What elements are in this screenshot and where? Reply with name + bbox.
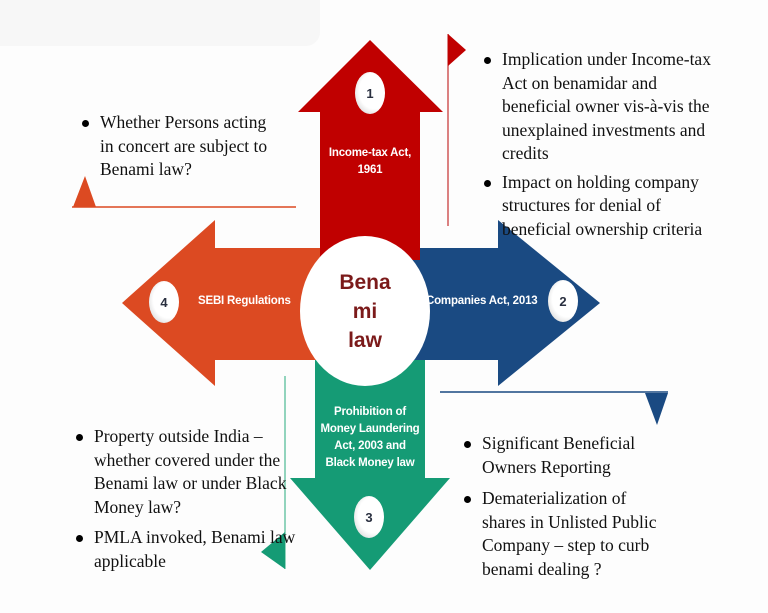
pmla-arrow-label: Prohibition of Money Laundering Act, 200… [312,404,428,472]
sebi-arrow-left [122,220,330,386]
center-oval: Bena mi law [300,236,430,386]
badge-number: 4 [160,294,168,310]
bottom-right-triangle-marker [645,393,668,425]
center-title: Bena mi law [330,268,400,355]
pmla-arrow-down [290,360,450,570]
badge-number: 3 [365,509,373,525]
badge-3: 3 [354,496,384,538]
arrow-label-line: 1961 [357,164,383,176]
arrow-label-line: Prohibition of [334,406,406,418]
callout-top-right: Implication under Income-tax Act on bena… [482,48,717,248]
center-title-line: Bena [339,270,391,294]
title-placeholder-box [0,0,320,46]
arrow-label-line: SEBI Regulations [198,295,291,307]
callout-bullet: PMLA invoked, Benami law applicable [74,526,299,573]
callout-bullet: Impact on holding company structures for… [482,171,717,242]
arrow-label-line: Money Laundering [320,423,420,435]
bottom-left-triangle-marker [261,532,285,569]
callout-bullet: Whether Persons acting in concert are su… [80,111,270,182]
arrow-label-line: Companies Act, 2013 [426,295,538,307]
top-left-triangle-marker [73,176,96,207]
top-right-flag-marker [448,34,466,66]
callout-bottom-left: Property outside India – whether covered… [74,425,299,580]
companies-act-arrow-label: Companies Act, 2013 [426,293,556,310]
badge-1: 1 [355,72,385,114]
callout-bullet: Implication under Income-tax Act on bena… [482,48,717,166]
badge-4: 4 [149,281,179,323]
callout-top-left: Whether Persons acting in concert are su… [80,111,270,189]
badge-number: 1 [366,85,374,101]
companies-act-arrow-right [400,220,600,386]
arrow-label-line: Act, 2003 and [334,440,406,452]
income-tax-arrow-label: Income-tax Act, 1961 [318,145,422,179]
arrow-label-line: Income-tax Act, [328,147,412,159]
arrow-label-line: Black Money law [325,457,415,469]
callout-bullet: Significant Beneficial Owners Reporting [462,432,667,479]
badge-2: 2 [548,280,578,322]
center-title-line: law [348,328,382,352]
sebi-arrow-label: SEBI Regulations [198,293,308,310]
badge-number: 2 [559,293,567,309]
callout-bottom-right: Significant Beneficial Owners Reporting … [462,432,667,588]
income-tax-arrow-up [298,40,443,260]
callout-bullet: Property outside India – whether covered… [74,425,299,519]
callout-bullet: Dematerialization of shares in Unlisted … [462,487,667,581]
center-title-line: mi [352,299,378,323]
